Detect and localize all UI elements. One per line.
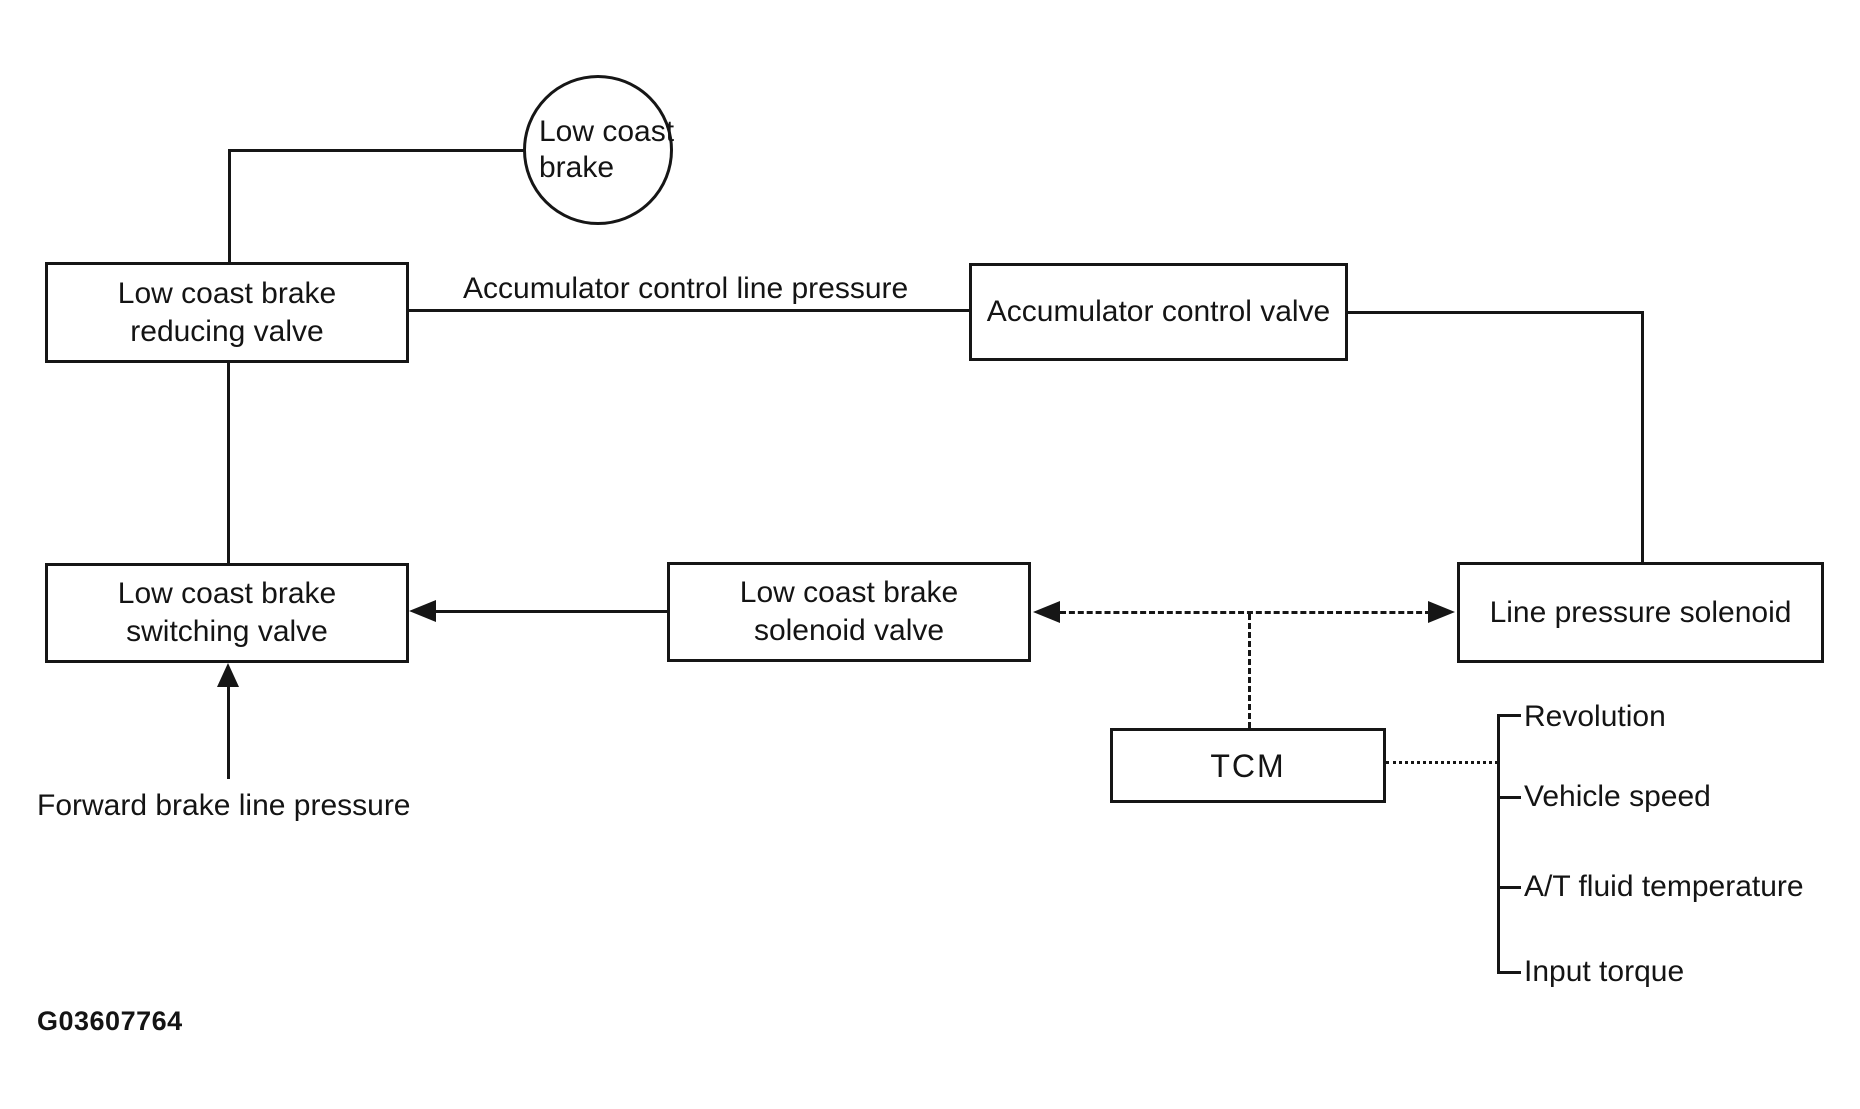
node-switching-valve: Low coast brake switching valve [45,563,409,663]
node-reducing-valve-label-line2: reducing valve [130,314,324,348]
edge-solenoid-to-switching-line [432,610,667,613]
tcm-input-tick-revolution [1497,714,1521,717]
node-solenoid-valve-label-line2: solenoid valve [753,614,945,647]
edge-tcm-control-dashed-line [1060,611,1431,614]
tcm-input-label-vehicle-speed: Vehicle speed [1524,780,1711,813]
node-low-coast-brake-label-line1: Low coast [539,115,675,148]
forward-brake-line-pressure-label: Forward brake line pressure [37,789,411,822]
figure-id: G03607764 [37,1006,183,1036]
tcm-input-label-input-torque: Input torque [1524,955,1685,988]
edge-reducing-to-circle-horizontal [228,149,524,152]
tcm-input-tick-fluid-temperature [1497,886,1521,889]
node-low-coast-brake-label-line2: brake [539,151,615,184]
node-accumulator-control-valve-label: Accumulator control valve [986,295,1331,328]
node-reducing-valve: Low coast brake reducing valve [45,262,409,363]
edge-accumulator-to-solenoid-horizontal [1348,311,1644,314]
edge-tcm-to-inputs-dotted-line [1386,761,1498,764]
edge-forward-brake-line [227,685,230,779]
tcm-input-label-fluid-temperature: A/T fluid temperature [1524,870,1804,903]
node-tcm-label: TCM [1210,747,1286,784]
accumulator-control-line-pressure-label: Accumulator control line pressure [463,272,909,305]
arrowhead-into-solenoid-valve-icon [1033,601,1060,623]
node-solenoid-valve: Low coast brake solenoid valve [667,562,1031,662]
node-switching-valve-label-line1: Low coast brake [117,577,337,610]
node-reducing-valve-label-line1: Low coast brake [117,276,337,310]
edge-reducing-to-circle-vertical [228,149,231,265]
tcm-input-tick-vehicle-speed [1497,796,1521,799]
edge-accumulator-to-solenoid-vertical [1641,311,1644,564]
arrowhead-into-line-pressure-solenoid-icon [1428,601,1455,623]
tcm-input-label-revolution: Revolution [1524,700,1666,733]
edge-reducing-to-switching-line [227,363,230,563]
arrowhead-into-switching-valve-icon [409,600,436,622]
edge-reducing-to-accumulator-line [409,309,969,312]
tcm-input-tick-input-torque [1497,971,1521,974]
node-low-coast-brake: Low coast brake [523,75,675,225]
node-line-pressure-solenoid-label: Line pressure solenoid [1489,595,1792,629]
node-switching-valve-label-line2: switching valve [126,615,328,648]
node-accumulator-control-valve: Accumulator control valve [969,263,1348,361]
node-solenoid-valve-label-line1: Low coast brake [739,576,959,609]
arrowhead-up-into-switching-valve-icon [217,663,239,687]
node-line-pressure-solenoid: Line pressure solenoid [1457,562,1824,663]
node-tcm: TCM [1110,728,1386,803]
edge-tcm-up-dashed-line [1248,614,1251,728]
tcm-inputs-bracket-line [1497,714,1500,974]
